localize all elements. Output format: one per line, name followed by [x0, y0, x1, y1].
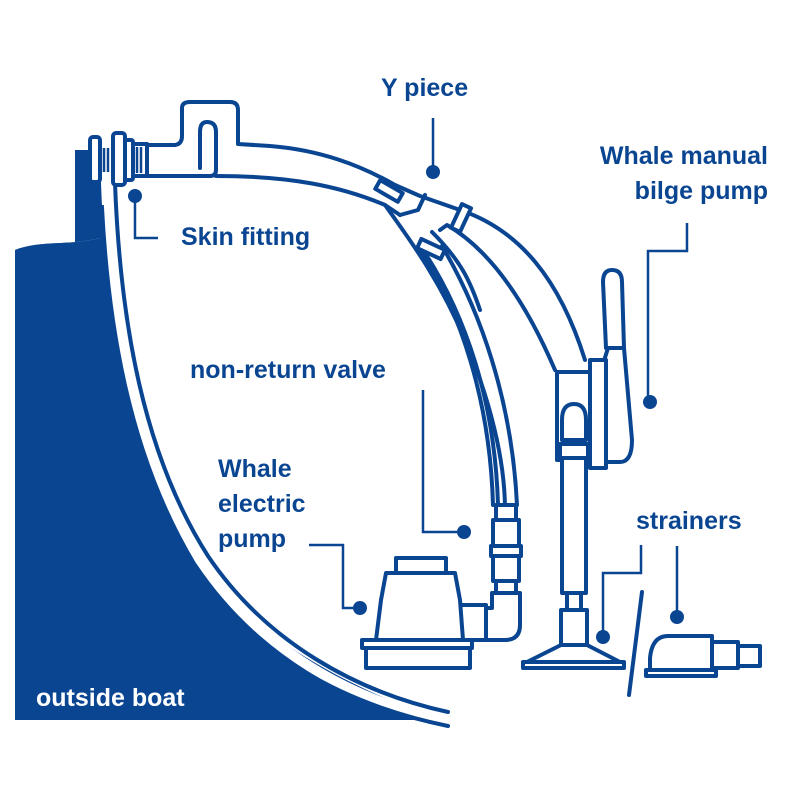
hull-shading	[15, 238, 440, 720]
non-return-valve-part	[476, 503, 523, 642]
label-y-piece: Y piece	[381, 74, 469, 102]
label-electric-pump-line2: electric	[218, 490, 306, 518]
label-outside-boat: outside boat	[36, 684, 185, 712]
separator-line	[627, 590, 644, 697]
y-piece	[373, 178, 587, 512]
label-electric-pump-line3: pump	[218, 525, 287, 553]
leader-lines	[128, 118, 689, 644]
label-non-return-valve: non-return valve	[190, 356, 386, 384]
skin-fitting	[88, 131, 149, 187]
label-skin-fitting: Skin fitting	[181, 223, 311, 251]
label-strainers: strainers	[636, 507, 742, 535]
electric-pump-part	[360, 556, 488, 670]
manual-pump-part	[521, 268, 634, 670]
hull-wall	[102, 149, 450, 727]
strainer-part	[644, 634, 762, 678]
label-electric-pump-line1: Whale	[218, 455, 292, 483]
label-manual-pump-line2: bilge pump	[634, 177, 768, 205]
electric-pump-hose	[418, 244, 519, 507]
outlet-hose	[145, 100, 397, 187]
label-manual-pump-line1: Whale manual	[599, 142, 768, 170]
